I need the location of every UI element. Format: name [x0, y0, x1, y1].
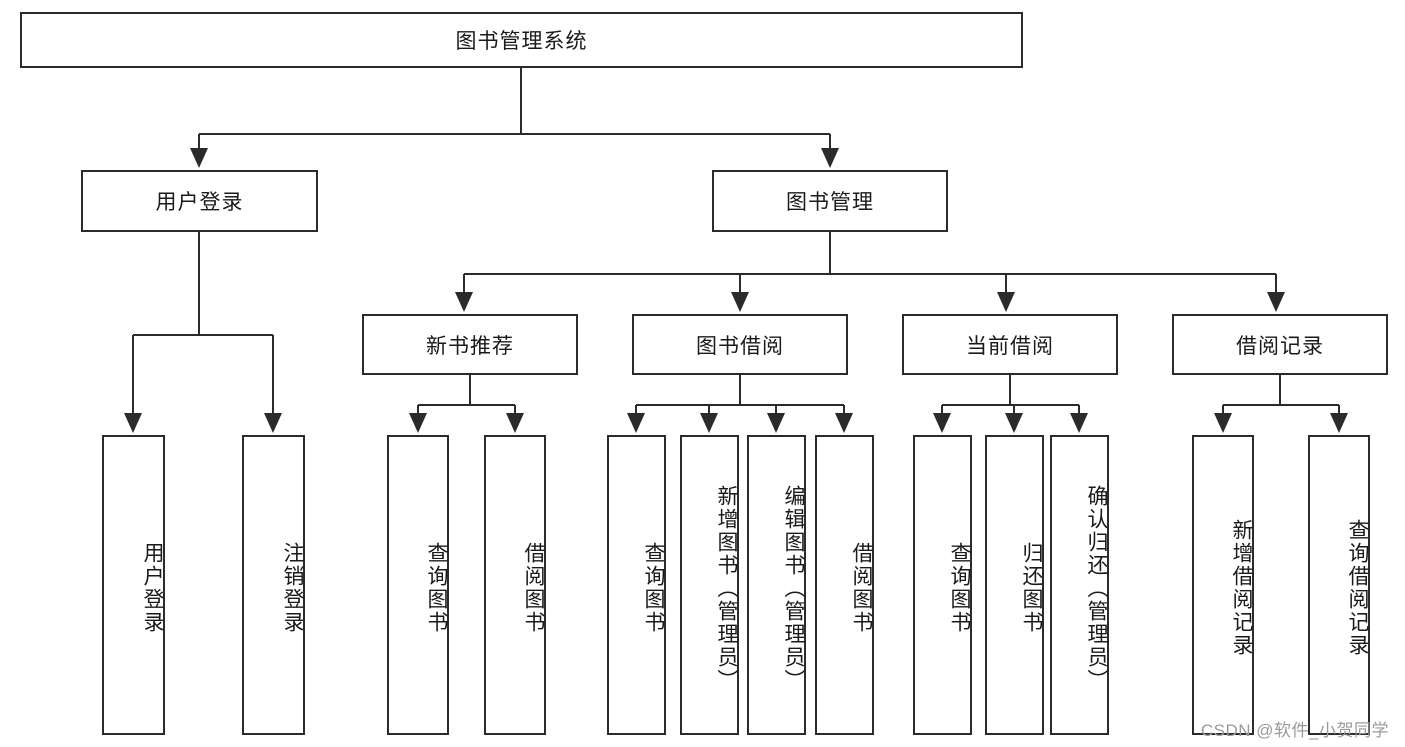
- arrow-head-current-borrow-children-0: [933, 413, 951, 433]
- arrow-head-current-borrow-children-2: [1070, 413, 1088, 433]
- node-borrow-record[interactable]: 借阅记录: [1172, 314, 1388, 375]
- node-leaf-record-add[interactable]: 新增借阅记录: [1192, 435, 1254, 735]
- node-leaf-user-login[interactable]: 用户登录: [102, 435, 165, 735]
- node-leaf-record-query[interactable]: 查询借阅记录: [1308, 435, 1370, 735]
- node-label: 新书推荐: [426, 334, 514, 358]
- node-label: 新增借阅记录: [1230, 519, 1253, 657]
- node-leaf-current-query-book[interactable]: 查询图书: [913, 435, 972, 735]
- node-leaf-borrow-add-book[interactable]: 新增图书（管理员）: [680, 435, 739, 735]
- node-leaf-current-return-book[interactable]: 归还图书: [985, 435, 1044, 735]
- node-label: 借阅图书: [522, 542, 545, 634]
- arrow-head-book-manage-children-2: [997, 292, 1015, 312]
- node-leaf-recommend-query-book[interactable]: 查询图书: [387, 435, 449, 735]
- arrow-head-book-borrow-children-1: [700, 413, 718, 433]
- arrow-head-book-borrow-children-3: [835, 413, 853, 433]
- node-user-login[interactable]: 用户登录: [81, 170, 318, 232]
- node-label: 借阅记录: [1236, 334, 1324, 358]
- arrow-head-new-book-recommend-children-0: [409, 413, 427, 433]
- node-leaf-recommend-borrow-book[interactable]: 借阅图书: [484, 435, 546, 735]
- node-new-book-recommend[interactable]: 新书推荐: [362, 314, 578, 375]
- node-label: 用户登录: [141, 542, 164, 634]
- arrow-head-root-children-1: [821, 148, 839, 168]
- node-book-borrow[interactable]: 图书借阅: [632, 314, 848, 375]
- node-label: 查询借阅记录: [1346, 519, 1369, 657]
- node-leaf-current-confirm-return[interactable]: 确认归还（管理员）: [1050, 435, 1109, 735]
- arrow-head-new-book-recommend-children-1: [506, 413, 524, 433]
- watermark-label: CSDN @软件_小贺同学: [1200, 721, 1389, 740]
- node-leaf-borrow-borrow-book[interactable]: 借阅图书: [815, 435, 874, 735]
- arrow-head-root-children-0: [190, 148, 208, 168]
- node-label: 查询图书: [642, 542, 665, 634]
- node-book-manage[interactable]: 图书管理: [712, 170, 948, 232]
- node-label: 注销登录: [281, 542, 304, 634]
- arrow-head-current-borrow-children-1: [1005, 413, 1023, 433]
- node-label: 查询图书: [425, 542, 448, 634]
- arrow-head-book-manage-children-3: [1267, 292, 1285, 312]
- arrow-head-book-manage-children-0: [455, 292, 473, 312]
- node-label: 图书管理系统: [455, 30, 588, 53]
- arrow-head-user-login-children-0: [124, 413, 142, 433]
- node-label: 借阅图书: [850, 542, 873, 634]
- node-label: 查询图书: [948, 542, 971, 634]
- node-label: 编辑图书（管理员）: [782, 484, 805, 692]
- node-label: 用户登录: [155, 191, 244, 214]
- node-current-borrow[interactable]: 当前借阅: [902, 314, 1118, 375]
- node-leaf-borrow-query-book[interactable]: 查询图书: [607, 435, 666, 735]
- node-label: 当前借阅: [966, 334, 1054, 358]
- node-leaf-borrow-edit-book[interactable]: 编辑图书（管理员）: [747, 435, 806, 735]
- node-label: 图书借阅: [696, 334, 784, 358]
- node-leaf-user-logout[interactable]: 注销登录: [242, 435, 305, 735]
- node-label: 确认归还（管理员）: [1085, 484, 1108, 692]
- arrow-head-book-borrow-children-2: [767, 413, 785, 433]
- node-label: 新增图书（管理员）: [715, 484, 738, 692]
- arrow-head-borrow-record-children-0: [1214, 413, 1232, 433]
- node-label: 归还图书: [1020, 542, 1043, 634]
- arrow-head-user-login-children-1: [264, 413, 282, 433]
- arrow-head-book-manage-children-1: [731, 292, 749, 312]
- arrow-head-borrow-record-children-1: [1330, 413, 1348, 433]
- node-label: 图书管理: [786, 191, 874, 214]
- node-root[interactable]: 图书管理系统: [20, 12, 1023, 68]
- arrow-head-book-borrow-children-0: [627, 413, 645, 433]
